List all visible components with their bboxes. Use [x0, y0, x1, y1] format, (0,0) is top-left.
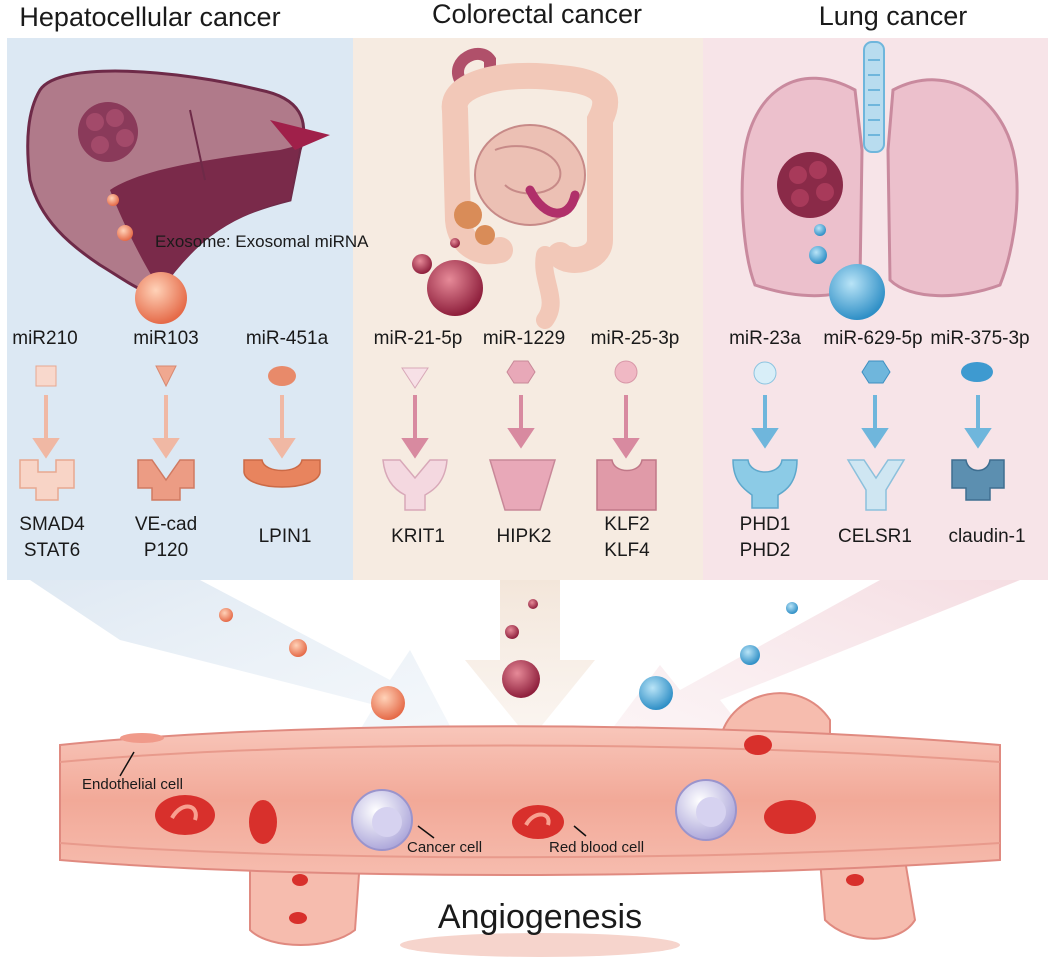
arrow-crc-to-vessel — [465, 580, 595, 740]
exosome-lung — [829, 264, 885, 320]
mirna-triangle-shape — [155, 365, 177, 388]
endothelial-cell-label: Endothelial cell — [82, 776, 183, 793]
exosome-crc — [427, 260, 483, 316]
target-label: KLF2 — [604, 514, 649, 535]
colon-illustration — [441, 48, 619, 329]
mirna-hexagon-shape — [861, 360, 891, 384]
mirna-shapes — [35, 360, 993, 389]
angiogenesis-label: Angiogenesis — [438, 898, 642, 936]
red-blood-cell-label: Red blood cell — [549, 839, 644, 856]
target-label: HIPK2 — [497, 526, 552, 547]
target-label: claudin-1 — [948, 526, 1025, 547]
receptor-claudin1 — [951, 459, 1005, 501]
mirna-circle-shape — [753, 361, 777, 385]
mirna-label: miR-21-5p — [374, 328, 463, 349]
target-label: SMAD4 — [19, 514, 85, 535]
blood-vessel — [59, 692, 1001, 957]
target-label: KLF4 — [604, 540, 650, 561]
mirna-ellipse-shape — [268, 366, 296, 386]
receptor-krit1 — [382, 459, 448, 511]
target-label: P120 — [144, 540, 188, 561]
rbc-pointer — [573, 825, 587, 837]
mirna-ellipse-shape — [961, 362, 993, 382]
receptor-phd — [732, 459, 798, 509]
mirna-label: miR-25-3p — [591, 328, 680, 349]
mirna-label: miR-375-3p — [930, 328, 1029, 349]
receptor-klf — [596, 459, 657, 511]
target-label: PHD1 — [740, 514, 791, 535]
arrow-lung-to-vessel — [600, 580, 1020, 745]
mirna-hexagon-shape — [506, 360, 536, 384]
receptor-shapes — [19, 459, 1005, 511]
target-label: CELSR1 — [838, 526, 912, 547]
mirna-label: miR210 — [12, 328, 77, 349]
target-label: PHD2 — [740, 540, 791, 561]
target-labels: SMAD4 STAT6 VE-cad P120 LPIN1 KRIT1 HIPK… — [19, 514, 1025, 561]
title-hcc: Hepatocellular cancer — [19, 2, 280, 32]
mirna-label: miR-629-5p — [823, 328, 922, 349]
exosome-crc-small — [412, 254, 432, 274]
lung-illustration — [740, 41, 1019, 298]
cancer-cell-pointer — [417, 825, 435, 839]
receptor-hipk2 — [488, 459, 557, 511]
mirna-square-shape — [35, 365, 57, 387]
exosome-hcc — [135, 272, 187, 324]
mirna-circle-shape — [614, 360, 638, 384]
exosome-label: Exosome: Exosomal miRNA — [155, 232, 369, 251]
receptor-lpin1 — [243, 459, 321, 488]
liver-illustration — [26, 69, 330, 295]
mirna-target-arrows — [32, 395, 992, 459]
receptor-vecad — [137, 459, 195, 501]
traveling-exosomes — [219, 599, 798, 720]
endothelial-pointer — [119, 751, 135, 777]
title-lung: Lung cancer — [819, 1, 968, 31]
cancer-cell-label: Cancer cell — [407, 839, 482, 856]
title-crc: Colorectal cancer — [432, 0, 642, 29]
target-label: VE-cad — [135, 514, 197, 535]
receptor-smad4 — [19, 459, 75, 501]
mirna-labels: miR210 miR103 miR-451a miR-21-5p miR-122… — [12, 328, 1029, 349]
mirna-label: miR-1229 — [483, 328, 565, 349]
target-label: LPIN1 — [259, 526, 312, 547]
arrow-hcc-to-vessel — [30, 580, 460, 745]
mirna-label: miR-23a — [729, 328, 801, 349]
mirna-label: miR-451a — [246, 328, 329, 349]
target-label: KRIT1 — [391, 526, 445, 547]
mirna-triangle-shape — [401, 367, 429, 389]
receptor-celsr1 — [846, 459, 906, 511]
target-label: STAT6 — [24, 540, 80, 561]
mirna-label: miR103 — [133, 328, 198, 349]
